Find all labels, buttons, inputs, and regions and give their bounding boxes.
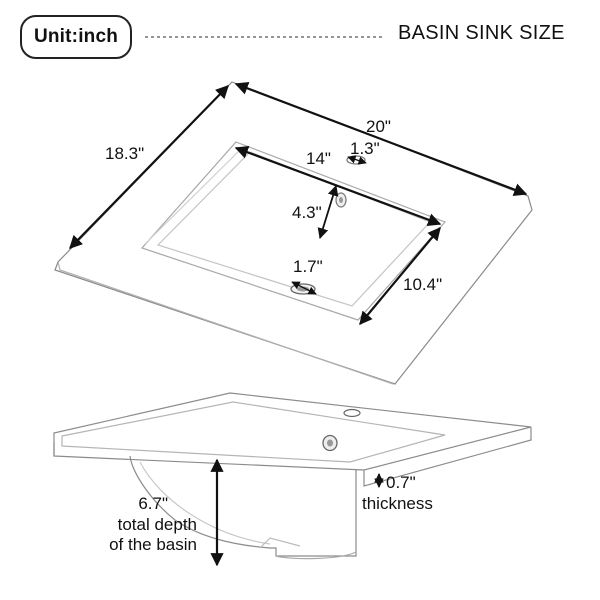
unit-badge: Unit:inch [20, 15, 132, 59]
side-overflow-icon [322, 434, 338, 452]
arrow-bowl-depth [359, 226, 441, 326]
arrow-drain [291, 281, 317, 295]
side-view-sink [53, 392, 532, 560]
label-total-depth-caption-2: of the basin [109, 535, 197, 554]
label-total-depth-caption-1: total depth [117, 515, 197, 534]
label-faucet-to-drain: 4.3" [292, 203, 322, 222]
arrow-faucet-hole [347, 155, 367, 165]
arrow-bowl-width [234, 145, 442, 227]
label-bowl-depth: 10.4" [403, 275, 443, 294]
arrow-overall-width [234, 82, 528, 196]
label-thickness-caption: thickness [362, 494, 433, 513]
drain-icon [290, 283, 316, 295]
label-drain: 1.7" [293, 257, 323, 276]
overflow-icon [335, 192, 347, 208]
label-overall-width: 20" [366, 117, 391, 136]
label-overall-depth: 18.3" [105, 144, 145, 163]
arrow-overall-depth [69, 85, 229, 249]
page-title: BASIN SINK SIZE [398, 22, 565, 44]
label-thickness-value: 0.7" [386, 473, 416, 492]
top-view-sink [54, 81, 533, 385]
label-bowl-width: 14" [306, 149, 331, 168]
label-faucet-hole: 1.3" [350, 139, 380, 158]
dimension-arrows [69, 82, 528, 326]
label-total-depth-value: 6.7" [138, 494, 168, 513]
arrow-faucet-to-drain [317, 184, 339, 240]
